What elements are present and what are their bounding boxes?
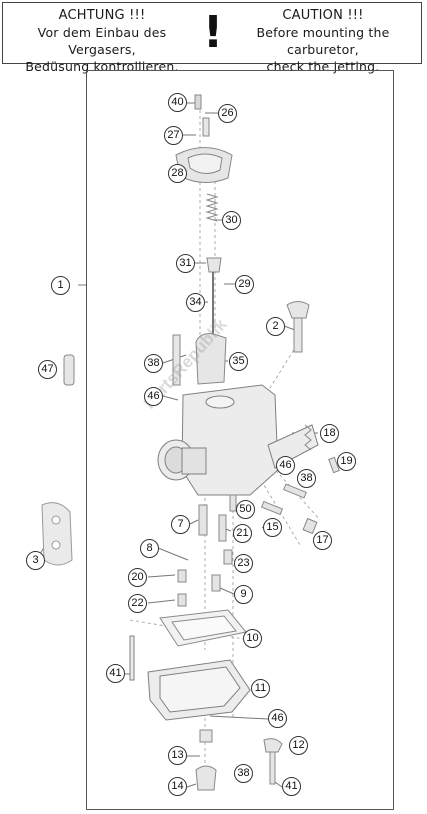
callout-30[interactable]: 30 [222,211,241,230]
warning-english-line-1: Before mounting the carburetor, [256,25,390,57]
callout-38-top[interactable]: 38 [144,354,163,373]
callout-29[interactable]: 29 [235,275,254,294]
warning-german-line-1: Vor dem Einbau des Vergasers, [37,25,167,57]
warning-english: CAUTION !!! Before mounting the carburet… [223,7,423,75]
callout-3[interactable]: 3 [26,551,45,570]
callout-26[interactable]: 26 [218,104,237,123]
callout-13[interactable]: 13 [168,746,187,765]
callout-21[interactable]: 21 [233,524,252,543]
callout-47[interactable]: 47 [38,360,57,379]
callout-14[interactable]: 14 [168,777,187,796]
callout-18[interactable]: 18 [320,424,339,443]
callout-9[interactable]: 9 [234,585,253,604]
callout-35[interactable]: 35 [229,352,248,371]
callout-19[interactable]: 19 [337,452,356,471]
callout-46-top[interactable]: 46 [144,387,163,406]
callout-46-mid[interactable]: 46 [276,456,295,475]
parts-frame [86,70,394,810]
callout-38-mid[interactable]: 38 [297,469,316,488]
callout-11[interactable]: 11 [251,679,270,698]
callout-38-bottom[interactable]: 38 [234,764,253,783]
callout-12[interactable]: 12 [289,736,308,755]
callout-8[interactable]: 8 [140,539,159,558]
callout-46-bottom[interactable]: 46 [268,709,287,728]
warning-exclamation-icon: ! [203,7,224,58]
warning-english-title: CAUTION !!! [282,8,364,23]
callout-17[interactable]: 17 [313,531,332,550]
callout-40[interactable]: 40 [168,93,187,112]
callout-41-right[interactable]: 41 [282,777,301,796]
callout-15[interactable]: 15 [263,518,282,537]
callout-7[interactable]: 7 [171,515,190,534]
callout-20[interactable]: 20 [128,568,147,587]
callout-27[interactable]: 27 [164,126,183,145]
callout-34[interactable]: 34 [186,293,205,312]
warning-german-title: ACHTUNG !!! [58,8,146,23]
callout-31[interactable]: 31 [176,254,195,273]
callout-1[interactable]: 1 [51,276,70,295]
callout-2[interactable]: 2 [266,317,285,336]
callout-22[interactable]: 22 [128,594,147,613]
callout-50[interactable]: 50 [236,500,255,519]
callout-10[interactable]: 10 [243,629,262,648]
callout-41-left[interactable]: 41 [106,664,125,683]
callout-23[interactable]: 23 [234,554,253,573]
callout-28[interactable]: 28 [168,164,187,183]
warning-box: ACHTUNG !!! Vor dem Einbau des Vergasers… [2,2,422,74]
